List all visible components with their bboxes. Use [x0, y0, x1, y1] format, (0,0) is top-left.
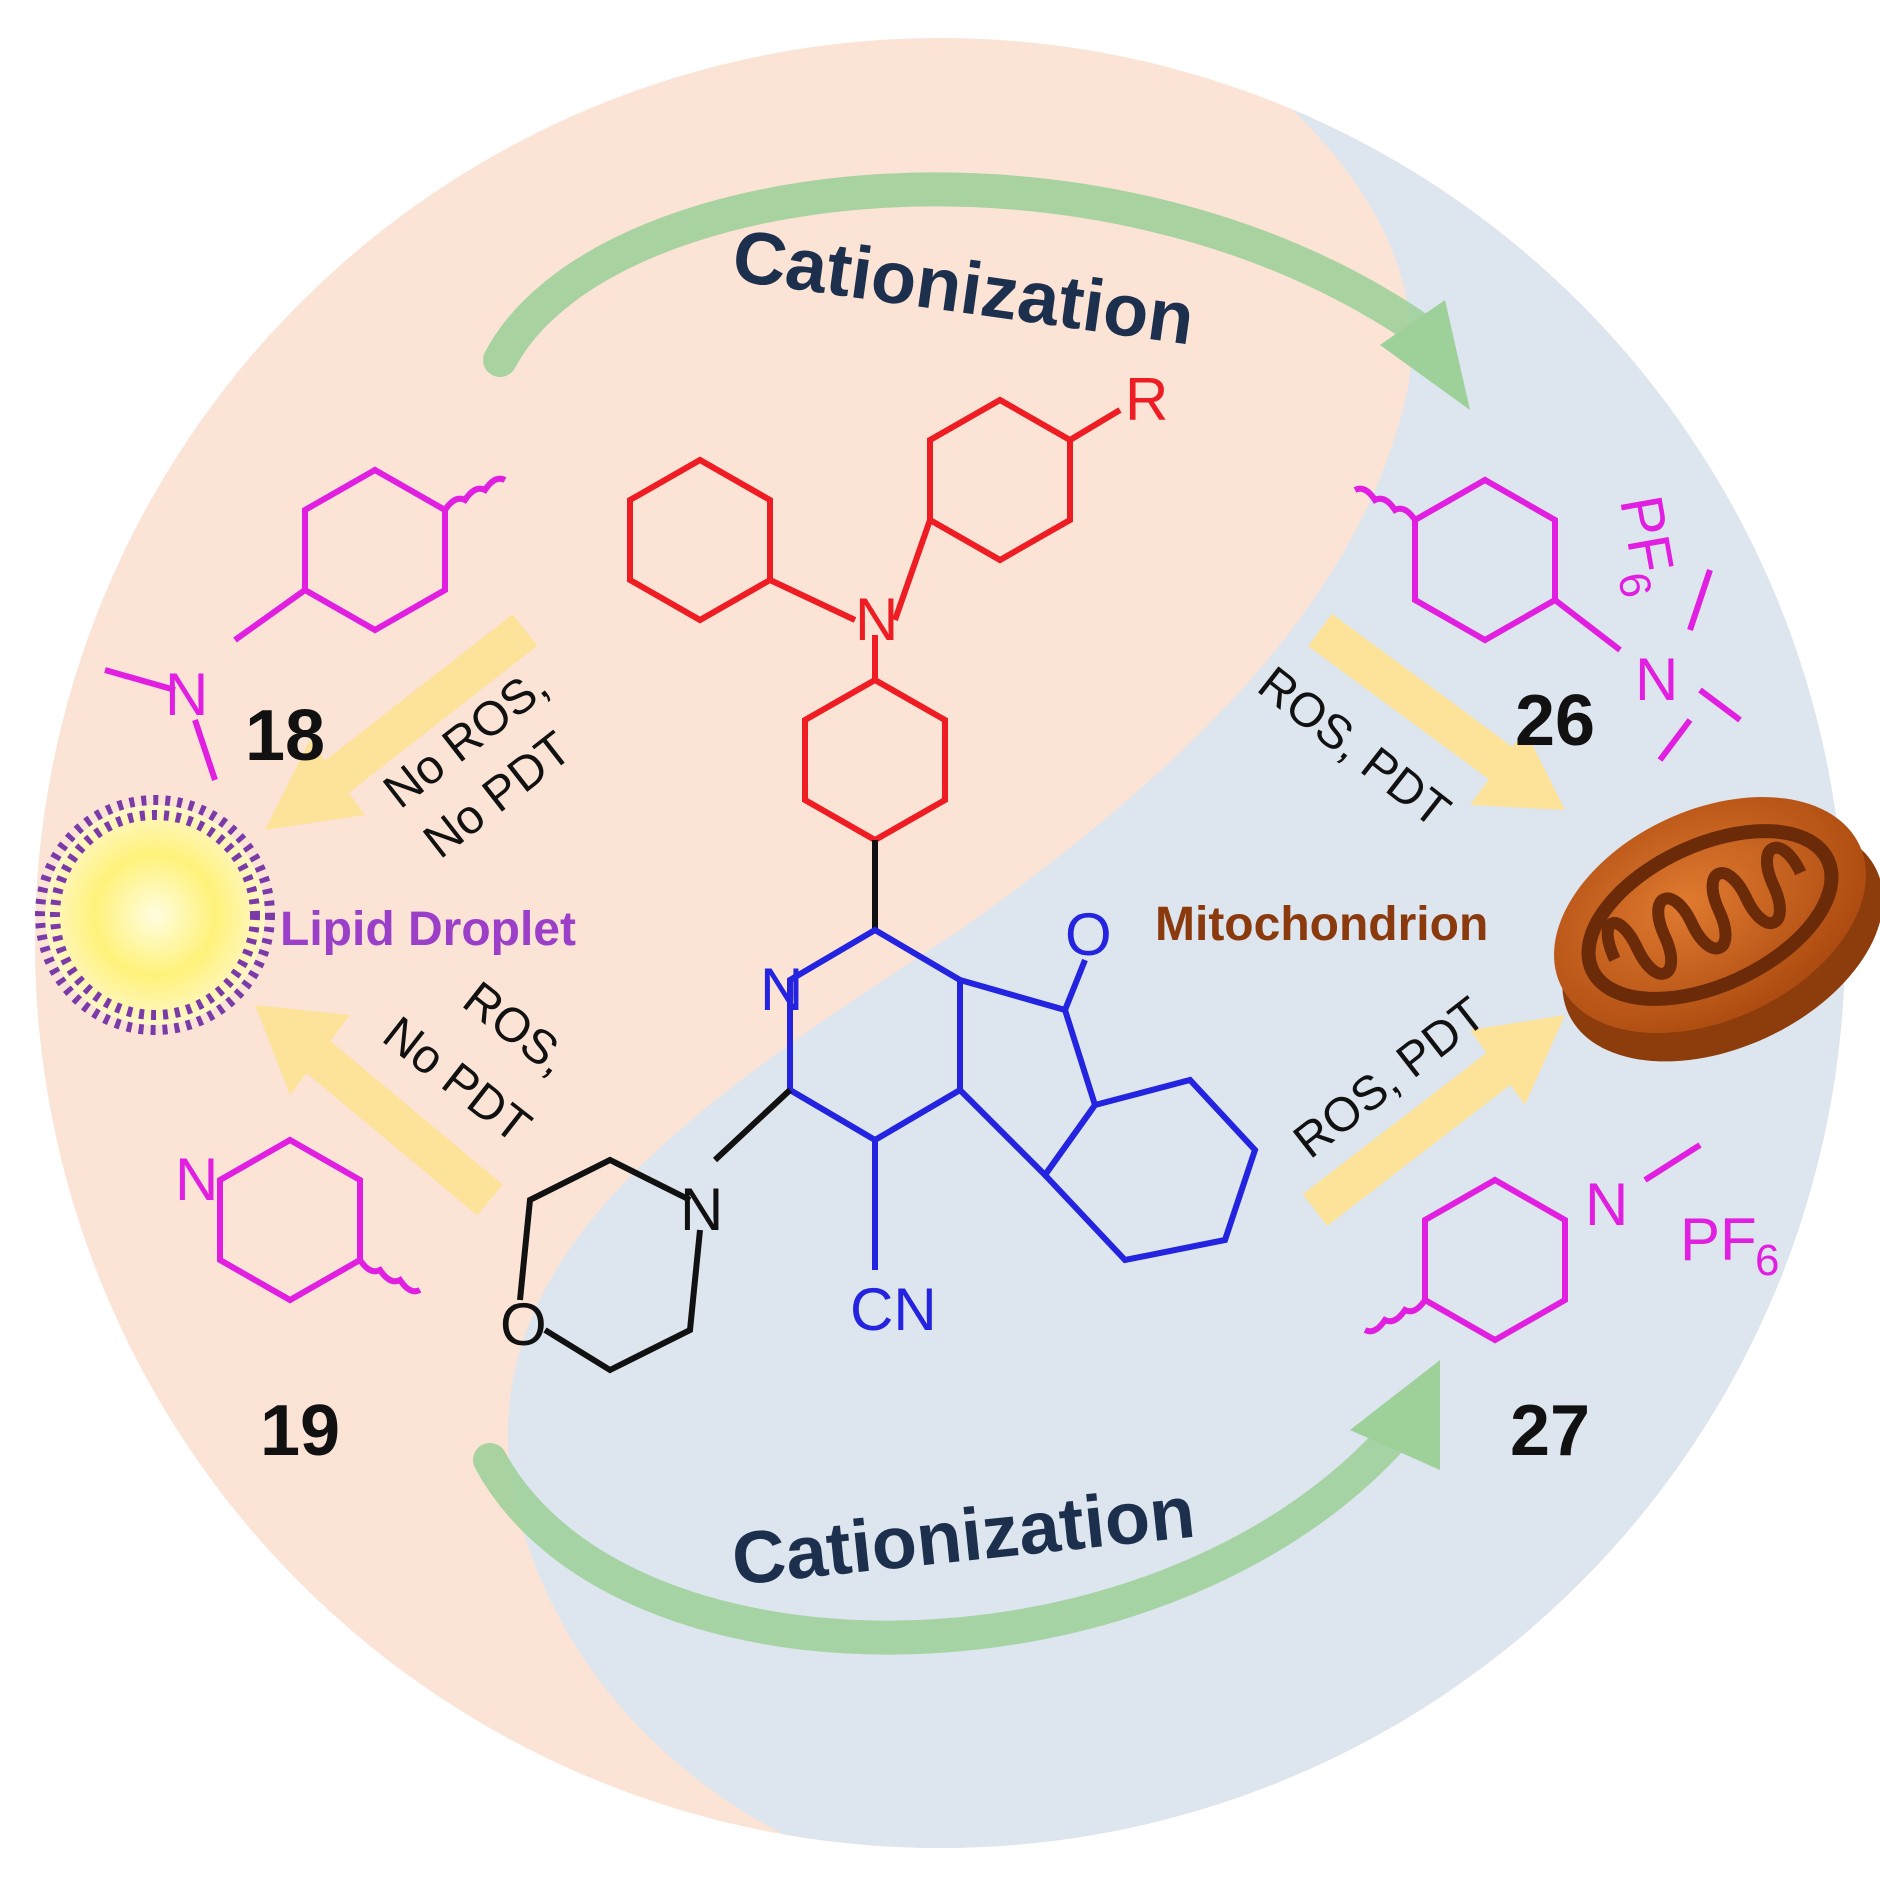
lipid-droplet-label: Lipid Droplet: [280, 903, 576, 956]
counterion-27: PF 6: [1680, 1206, 1779, 1285]
arrow-19-to-lipid: [255, 1005, 503, 1216]
compound-18-label: 18: [245, 696, 325, 776]
fragment-26: [1353, 476, 1742, 762]
triphenylamine-group: [627, 396, 1122, 930]
atom-O-ketone: O: [1065, 901, 1112, 968]
svg-text:6: 6: [1755, 1236, 1779, 1285]
mitochondrion: [1554, 797, 1880, 1062]
benzo-ring: [1041, 1076, 1259, 1264]
compound-27-label: 27: [1510, 1391, 1590, 1471]
atom-N-pyridine: N: [760, 956, 803, 1023]
compound-19-label: 19: [260, 1391, 340, 1471]
atom-R: R: [1125, 366, 1168, 433]
compound-26-label: 26: [1515, 681, 1595, 761]
atom-O-morpholine: O: [500, 1291, 547, 1358]
cationization-arrow-bottom: [473, 1360, 1440, 1655]
fragment-27: [1363, 1142, 1702, 1344]
left-phenyl-ring: [627, 456, 773, 624]
fragment-18: [104, 466, 507, 781]
morpholine-ring: [517, 1087, 793, 1374]
atom-N-morpholine: N: [680, 1176, 723, 1243]
arrow-26-to-mito: [1308, 613, 1565, 810]
cationization-arrow-top: [483, 172, 1470, 410]
atom-N-amine: N: [855, 586, 898, 653]
svg-text:PF: PF: [1680, 1206, 1757, 1273]
blue-region: [508, 38, 1845, 1848]
atom-CN: CN: [850, 1276, 937, 1343]
atom-N-27: N: [1585, 1171, 1628, 1238]
arrow-27-to-mito: [1302, 1015, 1565, 1226]
fragment-19: [217, 1136, 422, 1304]
yellow-arrows: [255, 613, 1565, 1226]
arrow-18-to-lipid: [265, 614, 538, 830]
mitochondrion-label: Mitochondrion: [1155, 898, 1488, 951]
azafluorenone-core: [787, 926, 1259, 1270]
lipid-droplet: [35, 795, 275, 1035]
svg-text:PF: PF: [1607, 491, 1686, 578]
atom-N-18: N: [165, 661, 208, 728]
atom-N-19: N: [175, 1146, 218, 1213]
atom-N-26: N: [1635, 646, 1678, 713]
